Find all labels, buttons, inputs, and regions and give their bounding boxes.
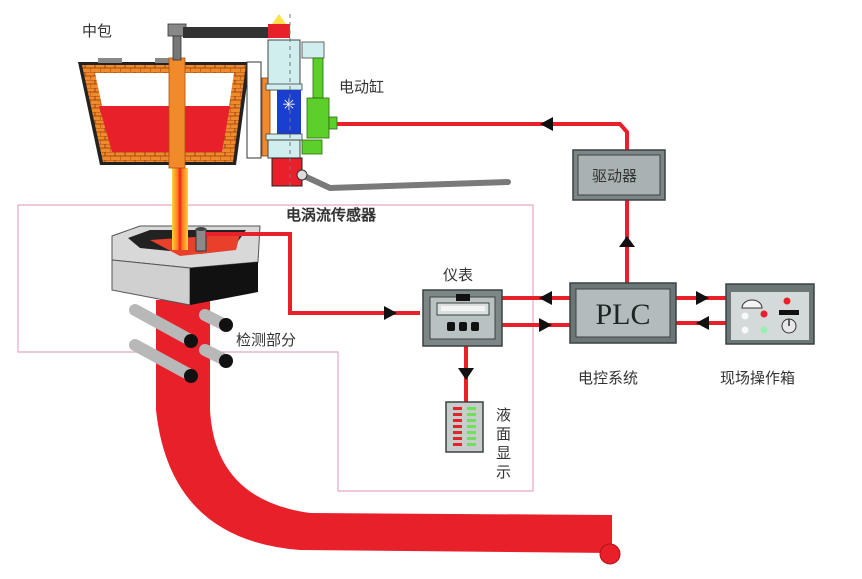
arrow-right-icon [696,291,709,305]
level-segment-red [453,407,462,410]
roller-end [184,334,198,348]
label-level-display-2: 面 [496,425,511,443]
signal-lines [206,122,726,402]
indicator-light-white [741,312,749,320]
indicator-light-red [760,310,768,318]
level-segment-red [453,413,462,416]
level-segment-green [467,425,476,428]
label-plc: PLC [595,298,650,331]
tundish [78,23,268,169]
tundish-molten-steel [99,106,230,152]
labels: 中包 电动缸 电涡流传感器 检测部分 仪表 驱动器 PLC 电控系统 现场操作箱… [82,22,795,481]
level-segment-green [467,419,476,422]
label-tundish: 中包 [82,22,112,40]
line-driver-to-cylinder [337,122,629,150]
label-electric-cylinder: 电动缸 [339,78,384,96]
field-operation-box [725,283,815,345]
control-lever [299,172,511,192]
arrow-right-icon [384,306,397,320]
stopper-rod [168,57,186,169]
instrument [422,289,503,347]
arrow-down-icon [458,368,474,380]
indicator-light-red [783,297,791,305]
level-segment-red [453,443,462,446]
casting-strand [156,300,621,565]
level-segment-red [453,437,462,440]
driver-box [572,149,666,201]
gauge-icon [741,299,763,309]
level-display [445,401,484,453]
label-level-display-3: 显 [496,444,511,462]
level-segment-red [453,425,462,428]
label-driver: 驱动器 [592,167,637,185]
frame-line [17,204,534,492]
label-instrument: 仪表 [443,266,473,284]
level-segment-red [453,431,462,434]
eddy-current-probe [195,227,207,252]
label-electric-control-system: 电控系统 [578,369,638,387]
indicator-light-green [760,326,768,334]
lever-arm [183,27,268,38]
strand-body [156,300,612,553]
line-sensor-to-instrument [206,232,420,315]
roller [129,304,196,346]
level-segment-red [453,419,462,422]
level-segment-green [467,443,476,446]
electric-cylinder: ✳ [261,14,511,192]
roller-end [219,354,233,368]
detection-rollers [129,304,233,383]
label-level-display-4: 示 [496,463,511,481]
level-segment-green [467,413,476,416]
label-eddy-current-sensor: 电涡流传感器 [286,206,377,224]
roller-end [184,369,198,383]
label-field-operation-box: 现场操作箱 [720,369,795,387]
frame-outline [17,204,534,492]
cylinder-blue-section [277,90,301,134]
roller [129,339,196,381]
plc-box [569,282,677,344]
roller-end [219,318,233,332]
level-segment-green [467,431,476,434]
arrow-left-icon [540,117,553,131]
actuator-green [312,57,324,99]
label-detection-section: 检测部分 [236,331,296,349]
sprocket-icon: ✳ [282,95,295,114]
arrow-left-icon [696,316,709,330]
arrowheads [384,117,709,380]
arrow-right-icon [539,318,552,332]
level-segment-green [467,437,476,440]
strand-end-cap [599,543,621,565]
steel-stream [172,168,188,250]
indicator-light-white [741,326,749,334]
label-level-display-1: 液 [496,406,511,424]
arrow-left-icon [539,291,552,305]
arrow-up-icon [619,236,635,247]
level-segment-green [467,407,476,410]
